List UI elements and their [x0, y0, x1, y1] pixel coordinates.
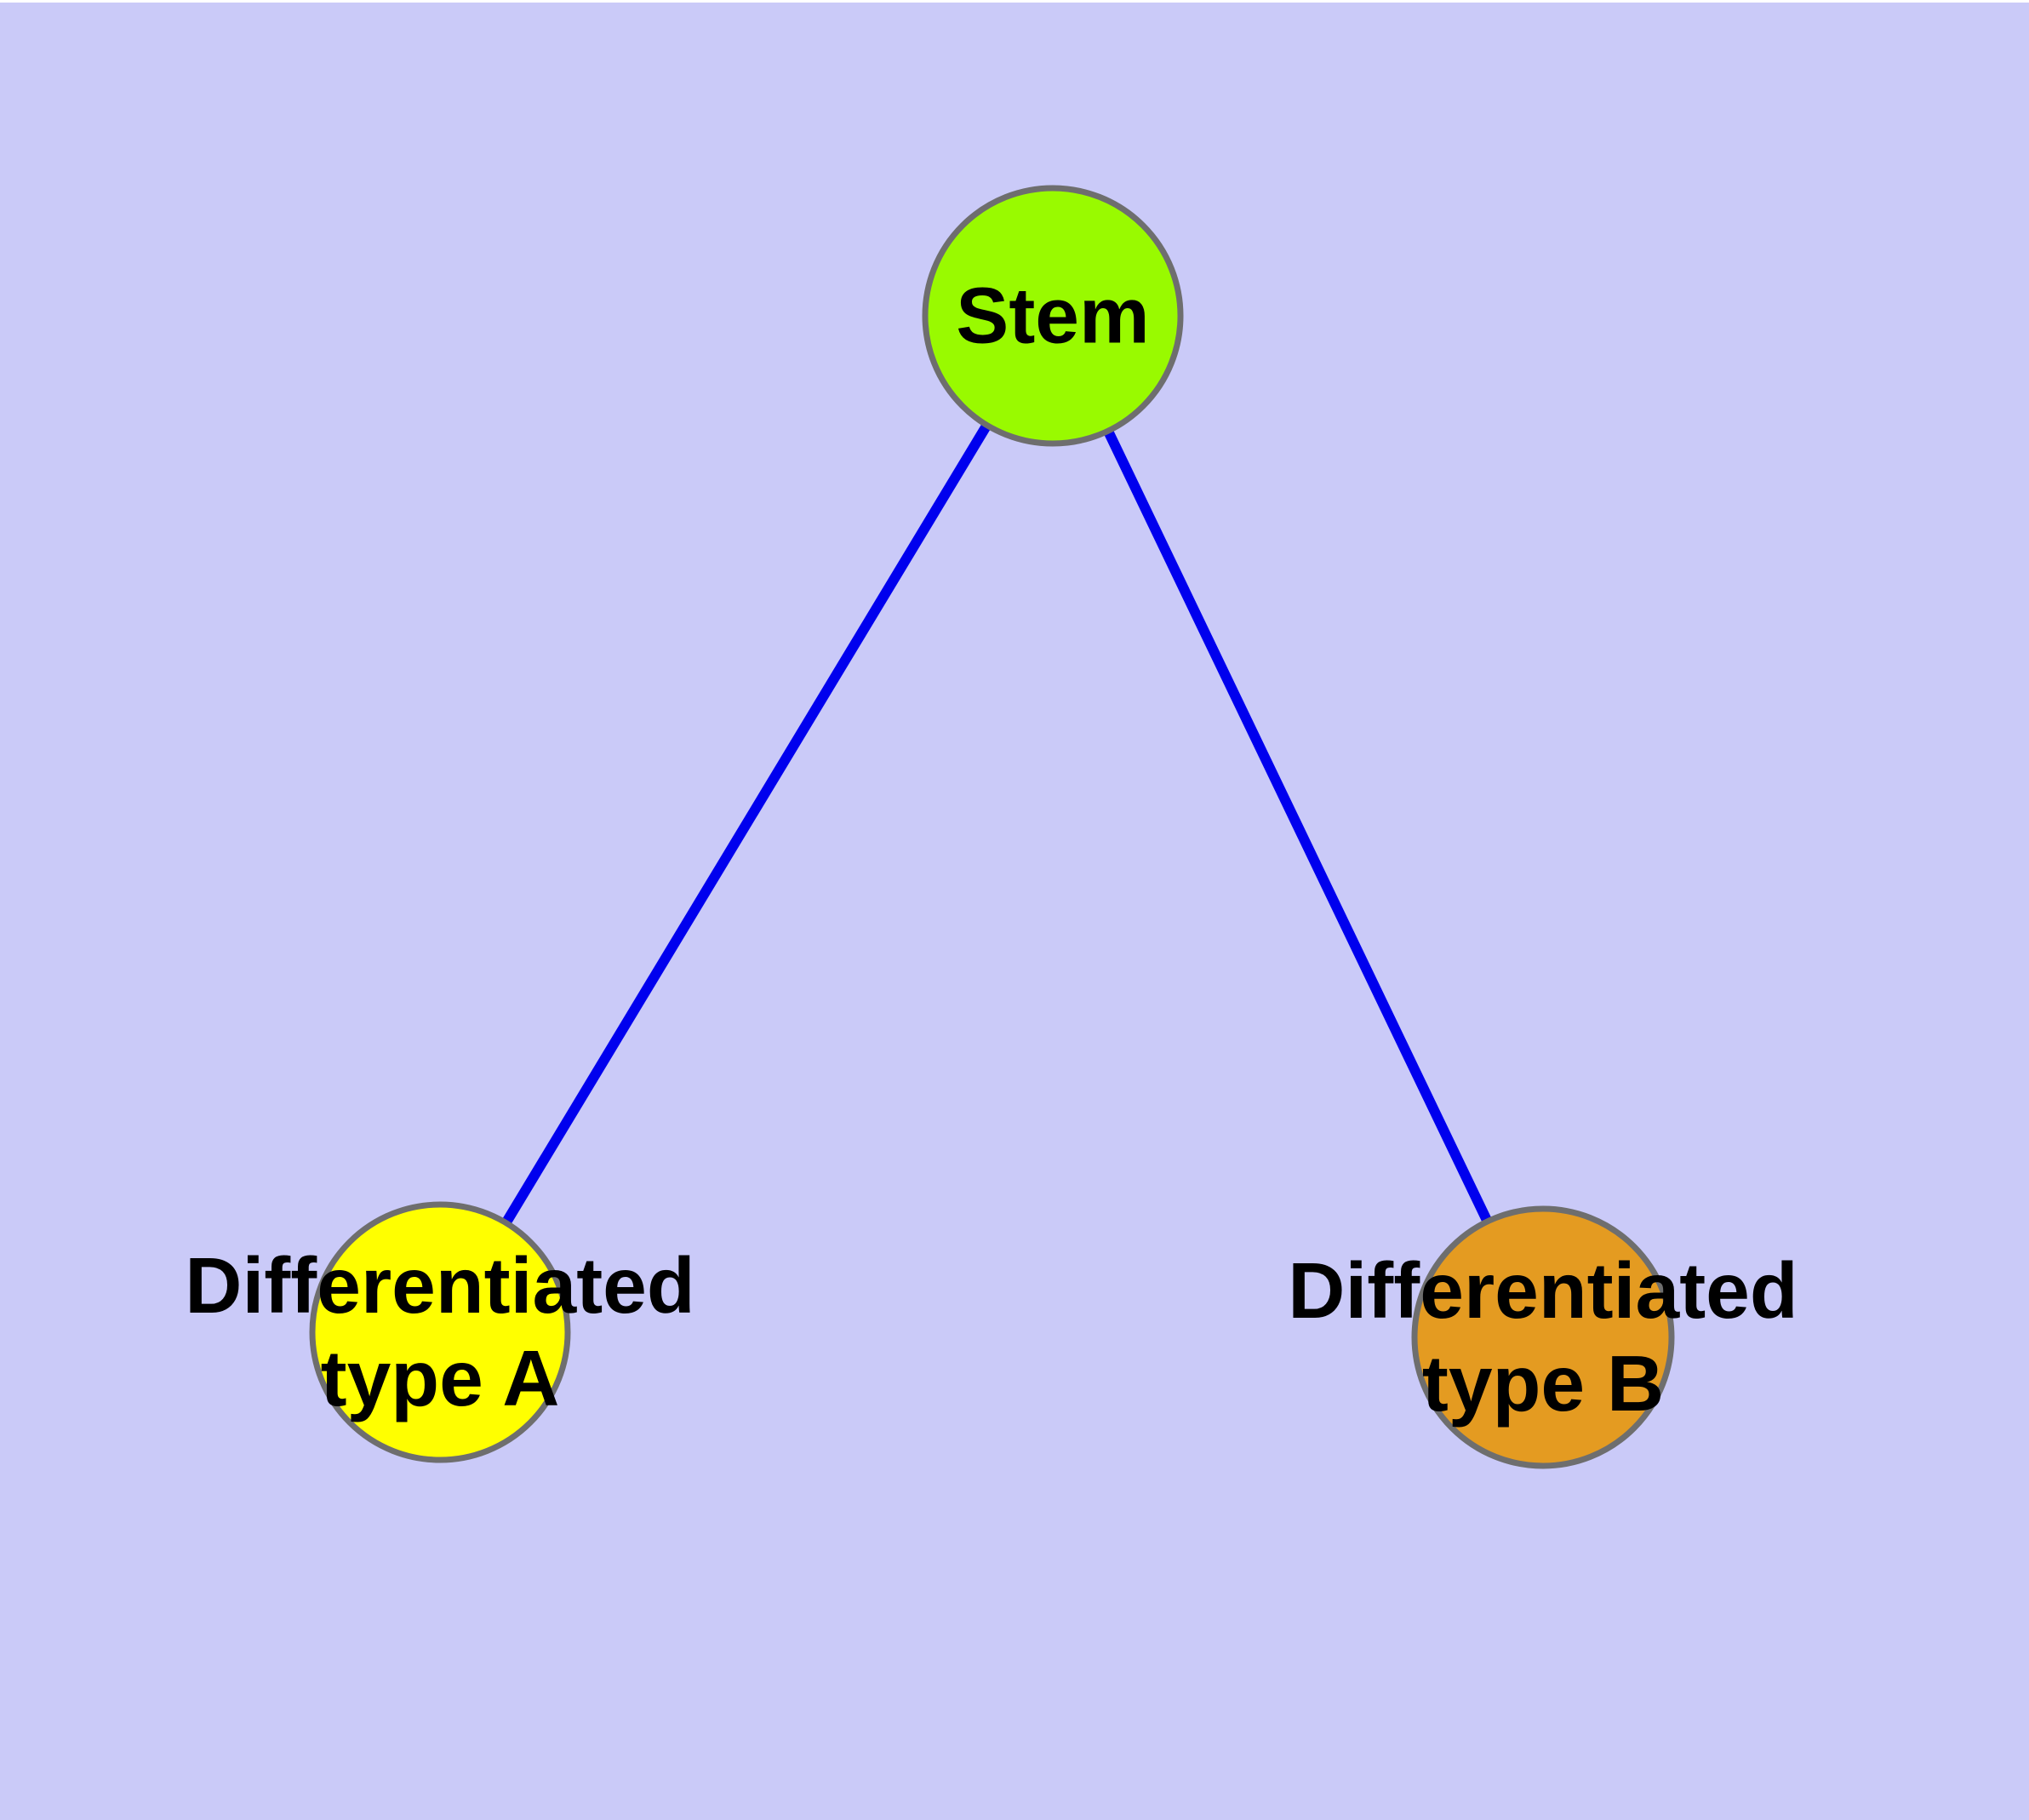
node-circle-stem — [922, 185, 1184, 447]
node-layer — [309, 185, 1675, 1469]
top-edge-strip — [0, 0, 2029, 3]
edge-stem-to-differentiated-type-b — [1048, 313, 1548, 1340]
edge-layer — [435, 312, 1548, 1340]
node-circle-differentiated-type-b — [1411, 1205, 1675, 1469]
node-circle-differentiated-type-a — [309, 1201, 571, 1463]
edge-stem-to-differentiated-type-a — [435, 312, 1058, 1336]
